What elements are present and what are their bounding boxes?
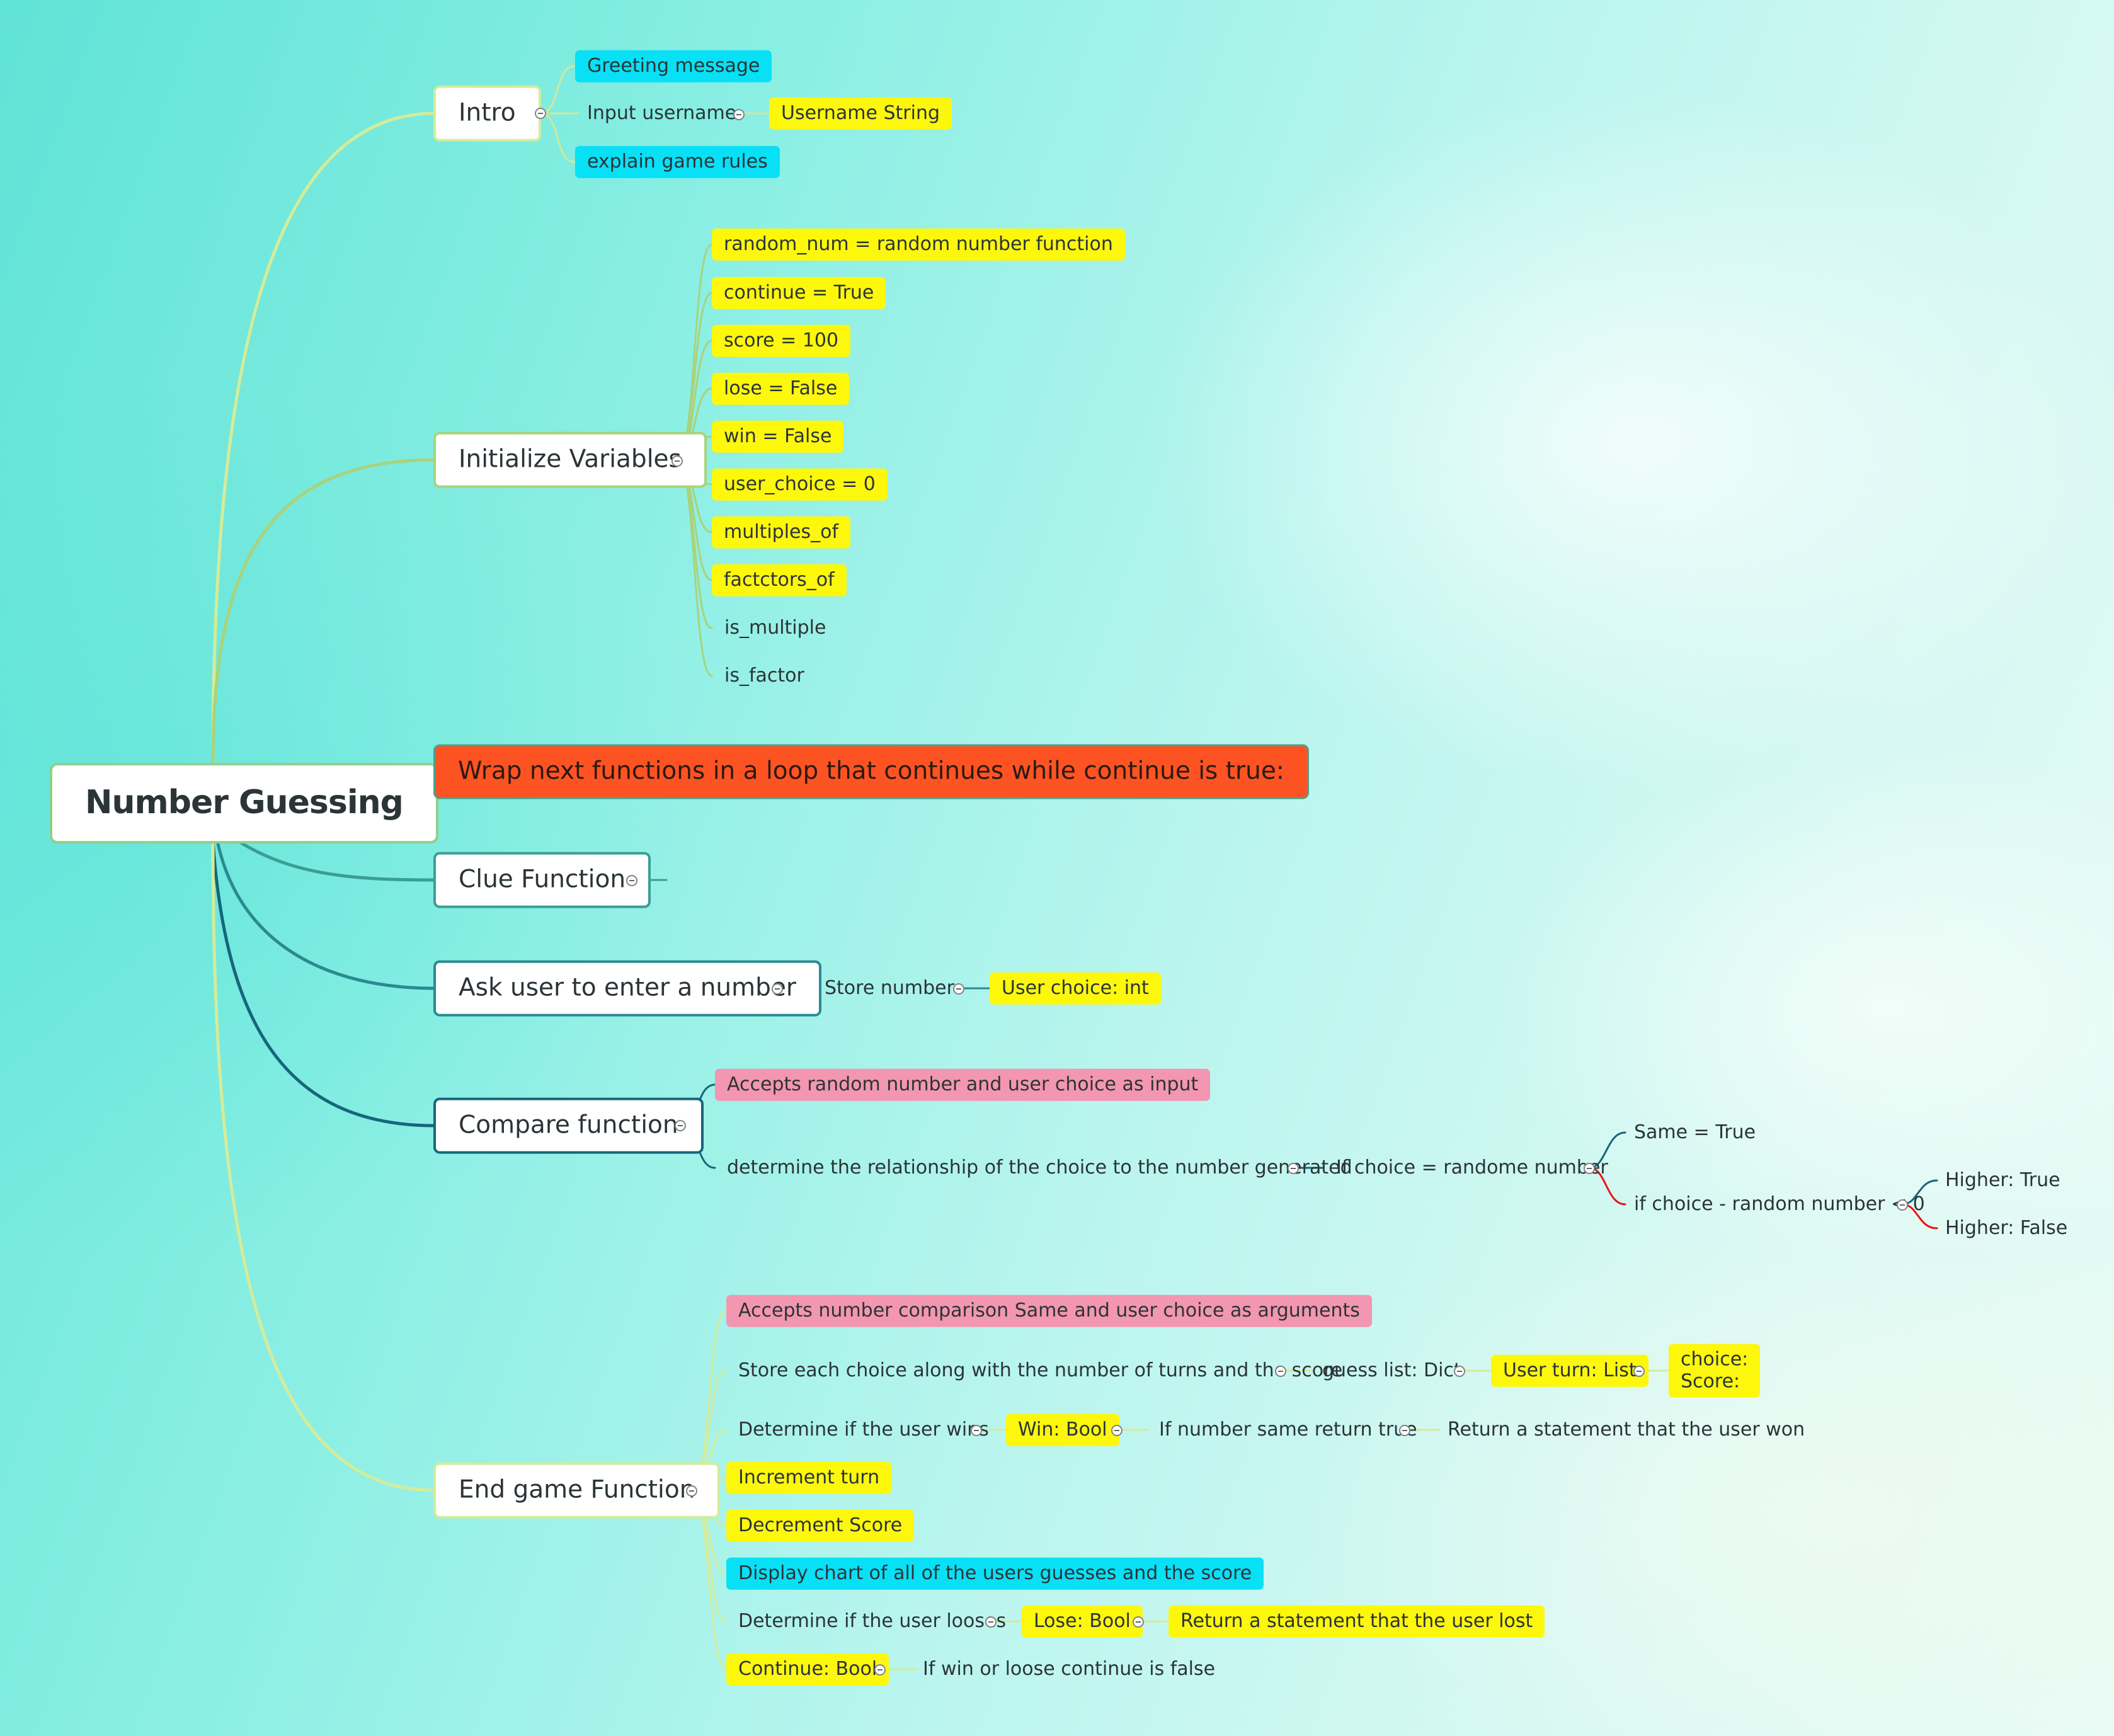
collapse-end-game-icon[interactable] bbox=[686, 1485, 697, 1497]
clue-function-topic[interactable]: Clue Function bbox=[433, 852, 651, 908]
choice-line: choice: bbox=[1681, 1348, 1749, 1371]
collapse-determine-loss-icon[interactable] bbox=[985, 1616, 997, 1628]
initialize-variables-topic[interactable]: Initialize Variables bbox=[433, 431, 707, 488]
collapse-intro-icon[interactable] bbox=[535, 108, 546, 119]
collapse-input-username-icon[interactable] bbox=[733, 109, 745, 120]
end-game-topic[interactable]: End game Function bbox=[433, 1462, 721, 1519]
determine-loss-node[interactable]: Determine if the user looses bbox=[738, 1609, 1007, 1632]
store-number-node[interactable]: Store number bbox=[825, 976, 954, 999]
collapse-win-bool-icon[interactable] bbox=[1111, 1425, 1123, 1436]
same-true-node[interactable]: Same = True bbox=[1634, 1121, 1756, 1143]
compare-function-topic[interactable]: Compare function bbox=[433, 1097, 704, 1154]
var-continue[interactable]: continue = True bbox=[712, 277, 886, 309]
loop-topic[interactable]: Wrap next functions in a loop that conti… bbox=[433, 744, 1309, 799]
link-root-init bbox=[211, 458, 437, 767]
if-choice-equal-node[interactable]: If choice = randome number bbox=[1336, 1156, 1608, 1179]
collapse-if-same-icon[interactable] bbox=[1399, 1425, 1410, 1436]
collapse-store-number-icon[interactable] bbox=[953, 983, 964, 995]
var-is-multiple[interactable]: is_multiple bbox=[724, 616, 826, 639]
greeting-message-node[interactable]: Greeting message bbox=[575, 50, 772, 83]
var-user-choice[interactable]: user_choice = 0 bbox=[712, 468, 888, 501]
var-win[interactable]: win = False bbox=[712, 420, 844, 453]
ask-number-topic[interactable]: Ask user to enter a number bbox=[433, 960, 821, 1017]
collapse-continue-bool-icon[interactable] bbox=[874, 1664, 886, 1676]
higher-false-node[interactable]: Higher: False bbox=[1945, 1216, 2068, 1239]
display-chart-node[interactable]: Display chart of all of the users guesse… bbox=[726, 1557, 1264, 1590]
collapse-if-less-icon[interactable] bbox=[1897, 1199, 1908, 1211]
collapse-lose-bool-icon[interactable] bbox=[1133, 1616, 1144, 1628]
user-choice-int-node[interactable]: User choice: int bbox=[990, 972, 1161, 1005]
decrement-score-node[interactable]: Decrement Score bbox=[726, 1509, 915, 1542]
collapse-user-turn-icon[interactable] bbox=[1633, 1366, 1645, 1377]
if-win-loose-node[interactable]: If win or loose continue is false bbox=[923, 1657, 1216, 1680]
collapse-if-choice-icon[interactable] bbox=[1584, 1163, 1595, 1174]
guess-list-node[interactable]: guess list: Dict bbox=[1322, 1359, 1461, 1381]
compare-accepts-node[interactable]: Accepts random number and user choice as… bbox=[715, 1068, 1211, 1101]
collapse-guess-list-icon[interactable] bbox=[1454, 1366, 1465, 1377]
store-each-choice-node[interactable]: Store each choice along with the number … bbox=[738, 1359, 1343, 1381]
collapse-store-choice-icon[interactable] bbox=[1275, 1366, 1286, 1377]
collapse-compare-icon[interactable] bbox=[675, 1120, 686, 1131]
choice-score-node[interactable]: choice: Score: bbox=[1669, 1344, 1761, 1398]
higher-true-node[interactable]: Higher: True bbox=[1945, 1168, 2060, 1191]
link-root-intro bbox=[211, 111, 437, 767]
var-is-factor[interactable]: is_factor bbox=[724, 664, 804, 687]
user-won-node[interactable]: Return a statement that the user won bbox=[1448, 1418, 1805, 1441]
user-lost-node[interactable]: Return a statement that the user lost bbox=[1168, 1605, 1545, 1638]
collapse-ask-icon[interactable] bbox=[772, 983, 783, 995]
var-lose[interactable]: lose = False bbox=[712, 372, 850, 405]
link-root-endgame bbox=[211, 839, 437, 1492]
win-bool-node[interactable]: Win: Bool bbox=[1006, 1413, 1119, 1446]
explain-rules-node[interactable]: explain game rules bbox=[575, 146, 780, 178]
user-turn-list-node[interactable]: User turn: List bbox=[1491, 1354, 1648, 1387]
var-multiples-of[interactable]: multiples_of bbox=[712, 516, 851, 549]
var-factors-of[interactable]: factctors_of bbox=[712, 564, 847, 597]
score-line: Score: bbox=[1681, 1370, 1740, 1392]
link-root-compare bbox=[211, 839, 437, 1128]
continue-bool-node[interactable]: Continue: Bool bbox=[726, 1653, 889, 1686]
link-root-ask bbox=[215, 839, 437, 990]
intro-topic[interactable]: Intro bbox=[433, 85, 541, 142]
var-random-num[interactable]: random_num = random number function bbox=[712, 228, 1125, 261]
determine-win-node[interactable]: Determine if the user wins bbox=[738, 1418, 989, 1441]
if-less-node[interactable]: if choice - random number < 0 bbox=[1634, 1192, 1925, 1215]
increment-turn-node[interactable]: Increment turn bbox=[726, 1461, 892, 1494]
if-same-node[interactable]: If number same return true bbox=[1159, 1418, 1417, 1441]
username-string-node[interactable]: Username String bbox=[769, 97, 952, 130]
link-root-clue bbox=[231, 836, 437, 882]
collapse-determine-win-icon[interactable] bbox=[971, 1425, 982, 1436]
input-username-node[interactable]: Input username bbox=[587, 101, 737, 124]
determine-relationship-node[interactable]: determine the relationship of the choice… bbox=[727, 1156, 1352, 1179]
lose-bool-node[interactable]: Lose: Bool bbox=[1022, 1605, 1143, 1638]
collapse-clue-icon[interactable] bbox=[626, 875, 637, 886]
var-score[interactable]: score = 100 bbox=[712, 324, 851, 357]
root-topic[interactable]: Number Guessing bbox=[50, 763, 438, 843]
collapse-determine-icon[interactable] bbox=[1288, 1163, 1299, 1174]
collapse-initialize-icon[interactable] bbox=[671, 455, 683, 467]
endgame-accepts-node[interactable]: Accepts number comparison Same and user … bbox=[726, 1294, 1372, 1327]
